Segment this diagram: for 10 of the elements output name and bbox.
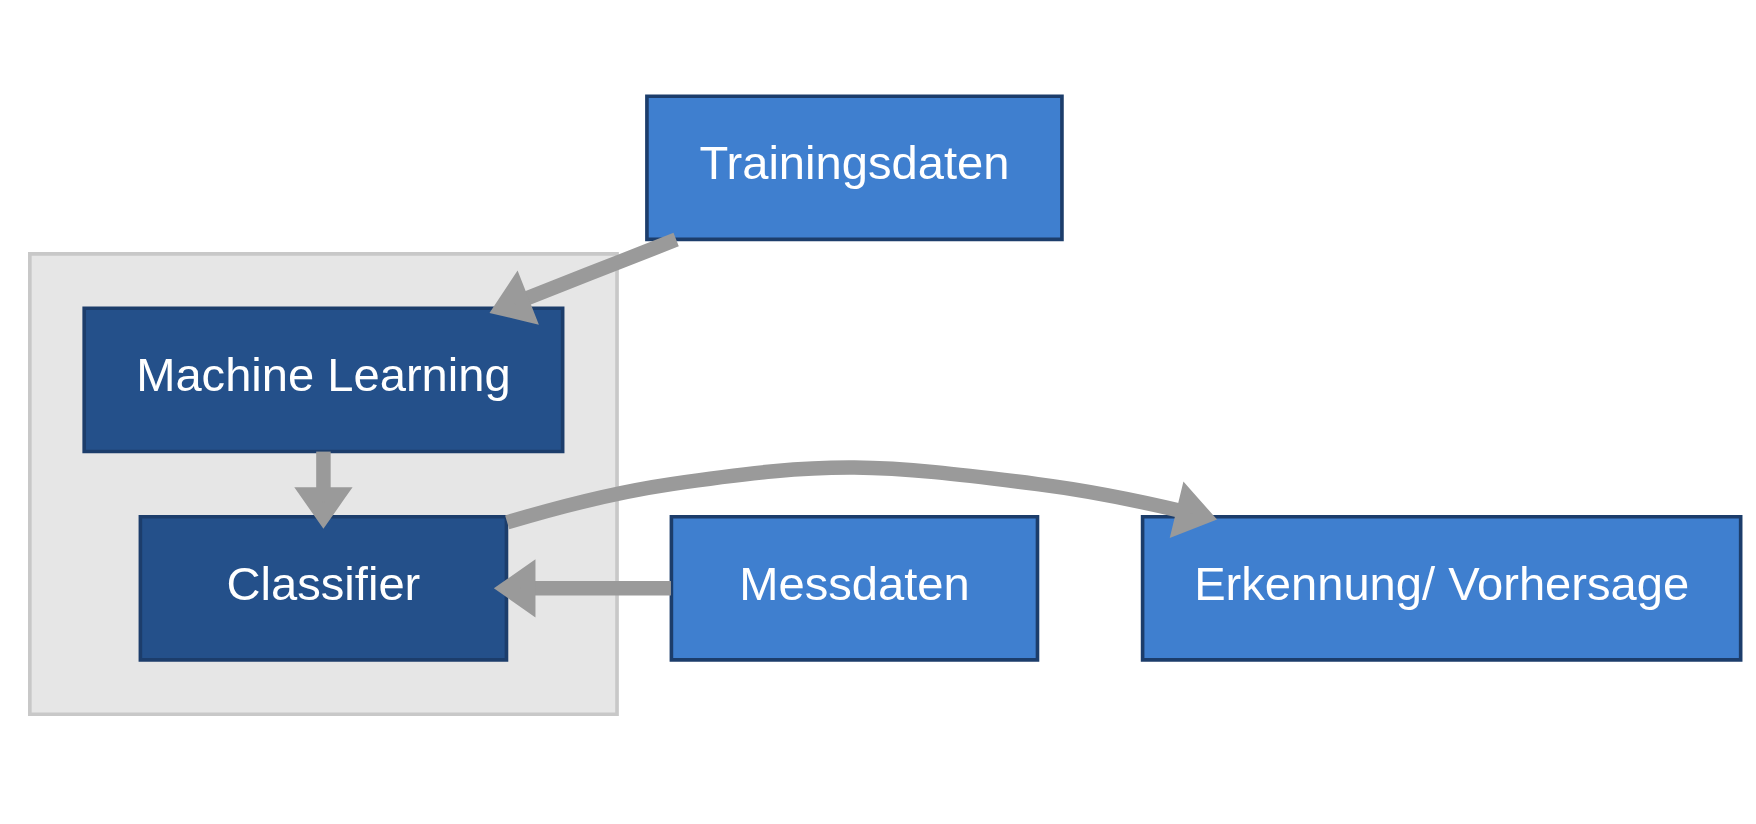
arrow (493, 558, 671, 617)
node-box: Messdaten (669, 514, 1040, 662)
arrow (489, 232, 679, 325)
node-box: Machine Learning (82, 306, 565, 453)
cluster (28, 251, 619, 716)
arrow (505, 459, 1218, 538)
arrow (294, 451, 353, 529)
node-box: Classifier (138, 514, 509, 662)
node-box: Erkennung/ Vorhersage (1140, 514, 1743, 662)
node-box: Trainingsdaten (645, 93, 1064, 241)
